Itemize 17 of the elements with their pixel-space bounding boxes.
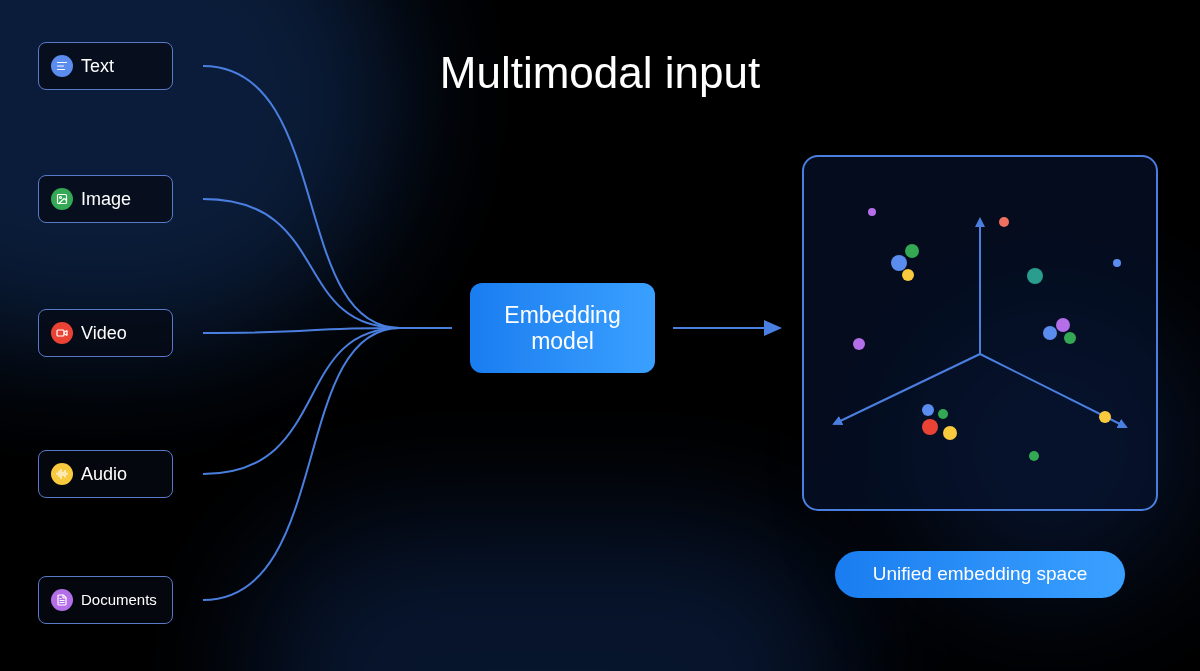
input-label: Text (81, 54, 114, 78)
pill-label: Unified embedding space (872, 562, 1088, 587)
caption-pill (835, 551, 1125, 598)
diagram-title: Multimodal input (438, 47, 762, 99)
input-label: Image (81, 187, 132, 211)
model-label: Embedding model (503, 302, 622, 354)
input-box (38, 42, 173, 90)
input-label: Documents (81, 589, 157, 610)
embedding-space-panel (802, 155, 1158, 511)
input-box (38, 576, 173, 624)
input-box (38, 309, 173, 357)
connector-line (672, 320, 782, 336)
input-box (38, 175, 173, 223)
input-label: Video (81, 321, 127, 345)
model-box (470, 283, 655, 373)
input-label: Audio (81, 462, 128, 486)
input-box (38, 450, 173, 498)
